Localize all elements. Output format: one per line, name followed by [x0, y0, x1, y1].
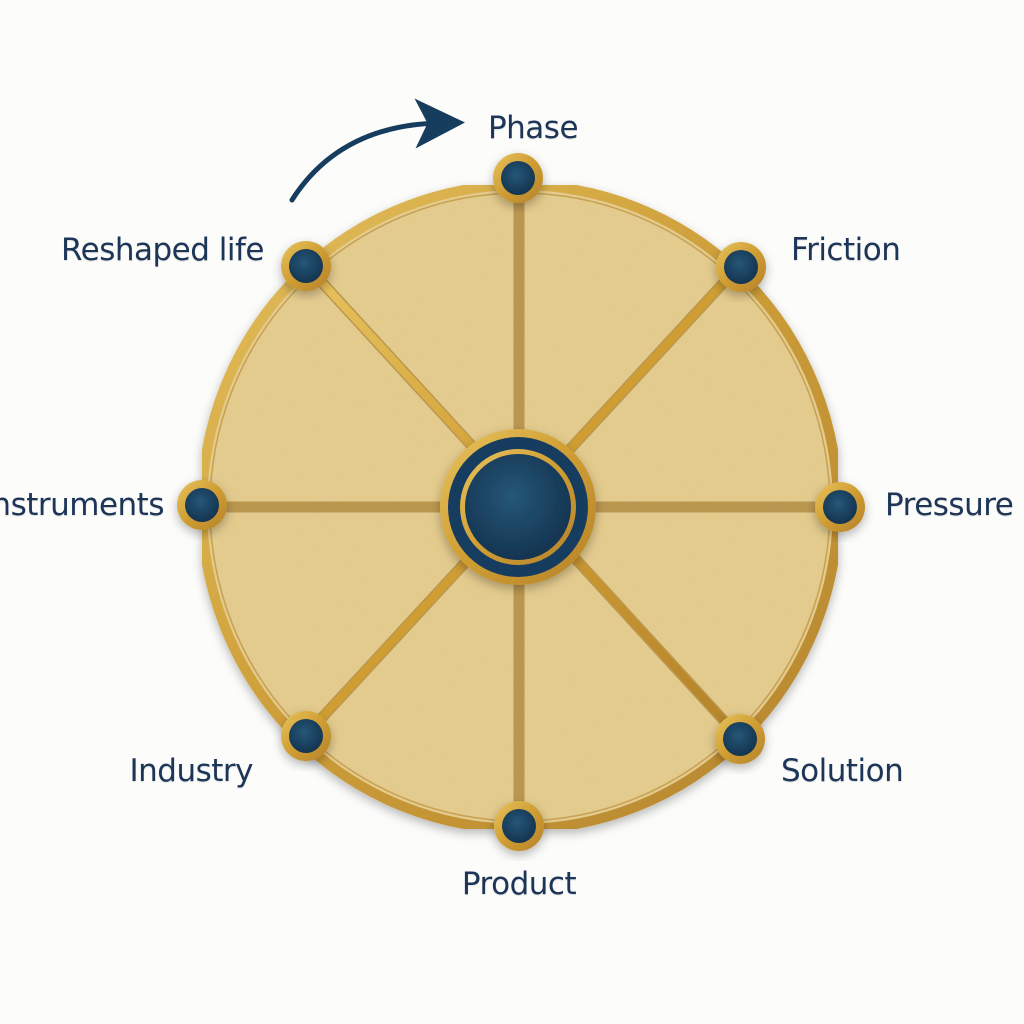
label-industry: Industry — [129, 753, 253, 789]
hub — [440, 429, 596, 585]
label-instruments: Instruments — [0, 487, 165, 523]
label-reshaped-life: Reshaped life — [60, 232, 265, 268]
node-pressure[interactable] — [815, 482, 865, 532]
label-friction: Friction — [791, 232, 901, 268]
node-solution[interactable] — [715, 714, 765, 764]
label-product: Product — [461, 866, 577, 902]
node-phase[interactable] — [493, 153, 543, 203]
label-phase: Phase — [487, 110, 579, 146]
node-instruments[interactable] — [177, 480, 227, 530]
label-solution: Solution — [781, 753, 904, 789]
clockwise-arrow-icon — [289, 98, 465, 203]
node-industry[interactable] — [281, 711, 331, 761]
node-reshaped-life[interactable] — [281, 241, 331, 291]
node-friction[interactable] — [716, 242, 766, 292]
node-product[interactable] — [494, 801, 544, 851]
label-pressure: Pressure — [885, 487, 1014, 523]
